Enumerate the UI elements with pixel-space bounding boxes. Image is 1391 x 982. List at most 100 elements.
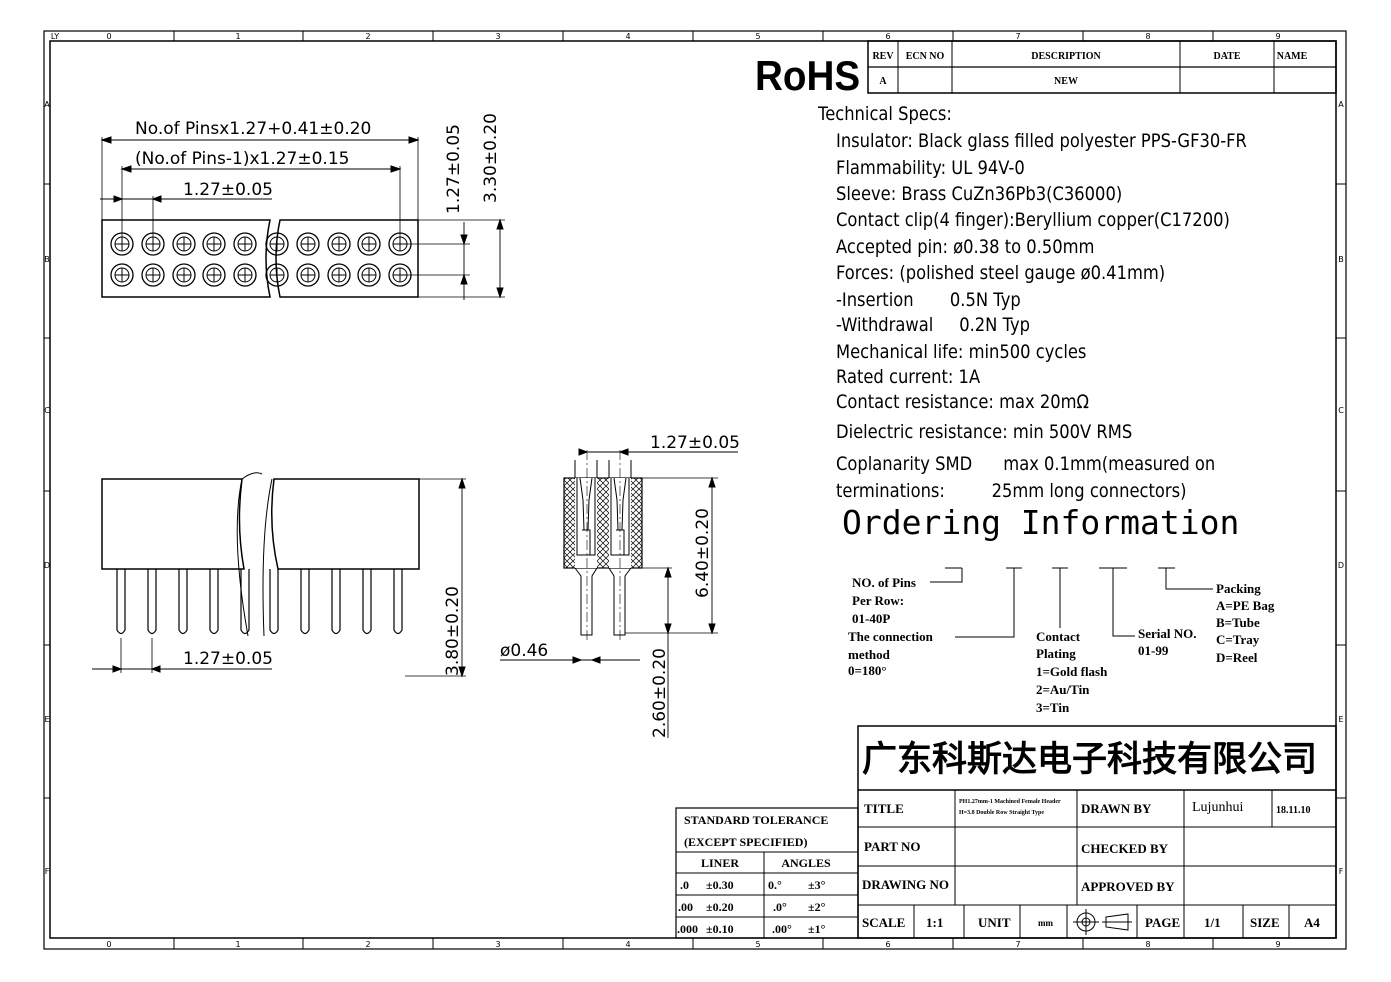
grid-col-label: 0 [106,940,111,949]
tolerance-cell: .000 [677,922,698,936]
company-name: 广东科斯达电子科技有限公司 [862,740,1317,780]
pin-hole [327,263,351,287]
spec-line: Mechanical life: min500 cycles [836,342,1086,363]
grid-col-label: 4 [625,940,630,949]
grid-row-label: E [44,715,49,724]
grid-row-label: C [1338,406,1344,415]
tolerance-cell: ±0.30 [706,878,734,892]
tolerance-cell: 0.° [768,878,782,892]
pin-hole [172,263,196,287]
pin-hole [265,232,289,256]
grid-corner-label: LY [51,32,59,41]
top-view [100,136,505,300]
dim-side-pitch: 1.27±0.05 [183,649,273,669]
order-packing-4: C=Tray [1216,632,1260,647]
dim-top-row-pitch: 1.27±0.05 [444,124,464,214]
tolerance-table [675,807,859,939]
order-packing-1: Packing [1216,581,1261,596]
dim-top-height: 3.30±0.20 [481,113,501,203]
side-pin [209,569,219,635]
scale-label: SCALE [862,915,905,930]
order-packing-2: A=PE Bag [1216,598,1275,613]
ordering-diagram [930,567,1213,638]
spec-line: -Withdrawal 0.2N Typ [836,315,1030,336]
pin-hole [233,263,257,287]
revision-block: REV ECN NO DESCRIPTION DATE NAME A NEW [867,40,1337,94]
title-value-1: PH1.27mm-1 Machined Female Header [959,799,1061,805]
order-pins-3: 01-40P [852,611,890,626]
grid-col-label: 3 [495,32,500,41]
order-pins-2: Per Row: [852,593,904,608]
side-pin [178,569,188,635]
spec-line: Insulator: Black glass filled polyester … [836,131,1247,152]
description-header: DESCRIPTION [1031,51,1101,62]
grid-row-label: D [1338,561,1344,570]
size-value: A4 [1304,915,1320,930]
ecn-header: ECN NO [906,51,945,62]
tolerance-col-liner: LINER [701,856,739,870]
tolerance-title-2: (EXCEPT SPECIFIED) [684,835,807,849]
scale-value: 1:1 [926,915,943,930]
order-pins-1: NO. of Pins [852,575,916,590]
tolerance-cell: ±3° [808,878,826,892]
side-pin [269,569,279,635]
tolerance-cell: ±0.20 [706,900,734,914]
grid-col-label: 7 [1015,32,1020,41]
tolerance-cell: ±2° [808,900,826,914]
dim-section-height: 6.40±0.20 [693,508,713,598]
ordering-title: Ordering Information [842,503,1239,542]
order-contact-2: Plating [1036,646,1076,661]
order-contact-5: 3=Tin [1036,700,1070,715]
drawn-by-label: DRAWN BY [1081,801,1152,816]
grid-col-label: 1 [235,32,240,41]
spec-line: Sleeve: Brass CuZn36Pb3(C36000) [836,184,1122,205]
grid-col-label: 7 [1015,940,1020,949]
tolerance-title-1: STANDARD TOLERANCE [684,813,828,827]
spec-line: Contact clip(4 finger):Beryllium copper(… [836,210,1230,231]
grid-col-label: 5 [755,32,760,41]
side-pin [240,569,250,635]
order-serial-2: 01-99 [1138,643,1169,658]
dim-side-height: 3.80±0.20 [443,586,463,676]
spec-line: Accepted pin: ø0.38 to 0.50mm [836,237,1094,258]
title-value-2: H=3.8 Double Row Straight Type [959,810,1044,816]
description-value: NEW [1054,76,1078,87]
pin-hole [357,263,381,287]
side-pin [116,569,126,635]
grid-col-label: 9 [1275,940,1280,949]
approved-by-label: APPROVED BY [1081,879,1175,894]
grid-col-label: 0 [106,32,111,41]
section-view [500,448,738,738]
name-header: NAME [1277,51,1308,62]
unit-value: mm [1038,918,1053,928]
spec-line: Forces: (polished steel gauge ø0.41mm) [836,263,1165,284]
grid-row-label: C [44,406,50,415]
grid-col-label: 8 [1145,32,1150,41]
dim-top-pitch: 1.27±0.05 [183,180,273,200]
grid-row-label: B [1338,255,1344,264]
side-pin [393,569,403,635]
projection-symbol-icon [1073,909,1132,935]
specs-heading: Technical Specs: [817,104,952,125]
spec-line: -Insertion 0.5N Typ [836,290,1021,311]
grid-row-label: B [44,255,50,264]
grid-row-label: A [1338,100,1344,109]
grid-col-label: 6 [885,32,890,41]
tolerance-cell: .00° [772,922,792,936]
drawn-by-name: Lujunhui [1192,800,1243,815]
pin-hole [265,263,289,287]
spec-line: Rated current: 1A [836,367,980,388]
pin-hole [202,263,226,287]
rohs-mark: RoHS [755,51,860,99]
tolerance-cell: .0° [773,900,787,914]
grid-row-label: E [1338,715,1343,724]
grid-col-label: 9 [1275,32,1280,41]
technical-specs: Technical Specs: Insulator: Black glass … [817,104,1247,502]
pin-hole [202,232,226,256]
side-pin [331,569,341,635]
size-label: SIZE [1250,915,1280,930]
tolerance-cell: ±0.10 [706,922,734,936]
side-view [92,472,466,678]
